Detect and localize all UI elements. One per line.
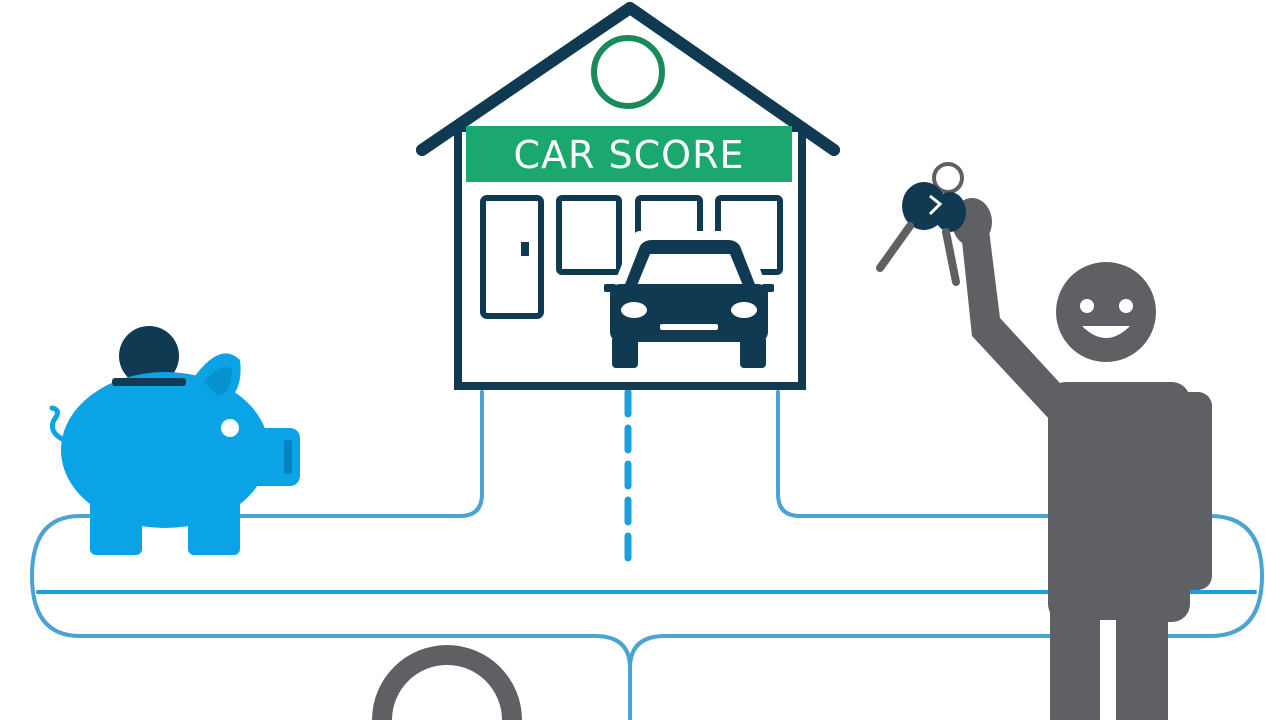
car-icon [597,231,779,369]
person-head [1056,262,1156,362]
person-torso [1048,382,1190,622]
door-handle [521,242,529,256]
house-round-window [591,35,665,109]
house-window-1 [556,195,622,275]
house-sign-text: CAR SCORE [514,133,745,177]
house-sign-board [466,126,792,182]
gauge-icon [372,645,522,720]
coin-icon [119,326,179,386]
house-door [480,195,544,319]
keys-icon [876,162,966,286]
person-icon [952,198,1212,720]
piggy-bank-icon [49,326,300,555]
pipe-capsule-outline [30,390,1264,720]
